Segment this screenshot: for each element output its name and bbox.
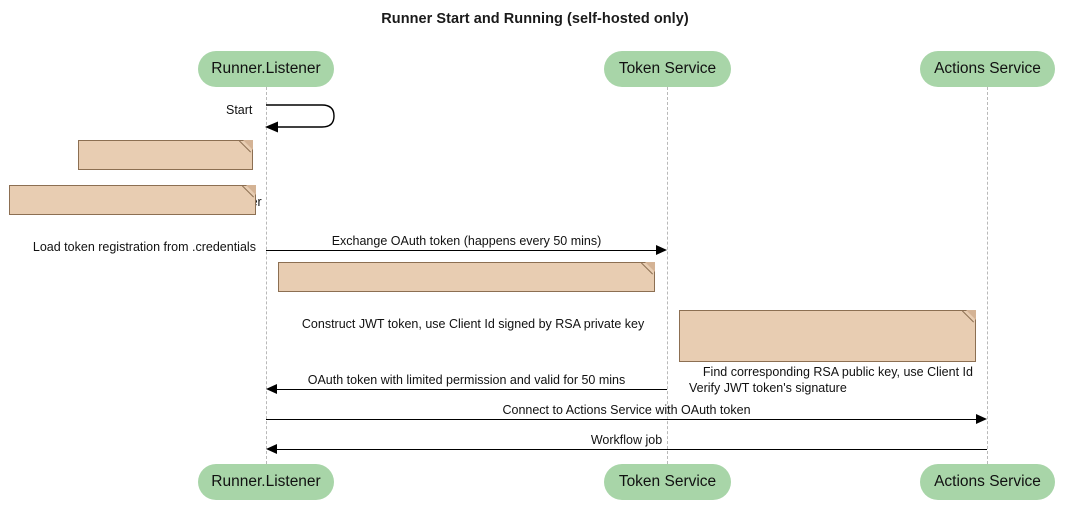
participant-actions-service-bottom[interactable]: Actions Service [920,464,1055,500]
note-construct-jwt: Construct JWT token, use Client Id signe… [278,262,655,331]
message-label-connect-actions-service: Connect to Actions Service with OAuth to… [502,403,751,417]
note-load-config: Load config info from .runner [78,140,262,209]
participant-token-service-bottom[interactable]: Token Service [604,464,731,500]
note-verify-jwt-text: Find corresponding RSA public key, use C… [689,365,973,395]
message-label-exchange-oauth-token: Exchange OAuth token (happens every 50 m… [331,234,602,248]
note-verify-jwt: Find corresponding RSA public key, use C… [679,310,976,395]
note-fold-line-icon [962,310,976,324]
participant-runner-listener-top[interactable]: Runner.Listener [198,51,334,87]
lifeline-token-service [667,87,668,464]
note-fold-line-icon [641,262,655,276]
message-label-oauth-token-return: OAuth token with limited permission and … [307,373,626,387]
message-line-exchange-oauth-token [266,250,656,251]
participant-runner-listener-bottom[interactable]: Runner.Listener [198,464,334,500]
lifeline-runner-listener [266,87,267,464]
message-line-connect-actions-service [266,419,976,420]
arrowhead-right-icon [976,413,987,424]
participant-actions-service-top[interactable]: Actions Service [920,51,1055,87]
message-line-workflow-job [277,449,987,450]
message-label-workflow-job: Workflow job [590,433,663,447]
note-load-token-registration-text: Load token registration from .credential… [32,240,256,254]
participant-token-service-top[interactable]: Token Service [604,51,731,87]
note-fold-line-icon [242,185,256,199]
message-label-start: Start [226,103,253,117]
arrowhead-right-icon [656,244,667,255]
self-message-start [265,104,335,133]
note-load-token-registration: Load token registration from .credential… [9,185,256,254]
lifeline-actions-service [987,87,988,464]
message-line-oauth-token-return [277,389,667,390]
arrowhead-left-icon [266,383,277,394]
note-construct-jwt-text: Construct JWT token, use Client Id signe… [301,317,645,331]
diagram-title: Runner Start and Running (self-hosted on… [381,11,689,27]
arrowhead-left-icon [266,443,277,454]
note-fold-line-icon [239,140,253,154]
